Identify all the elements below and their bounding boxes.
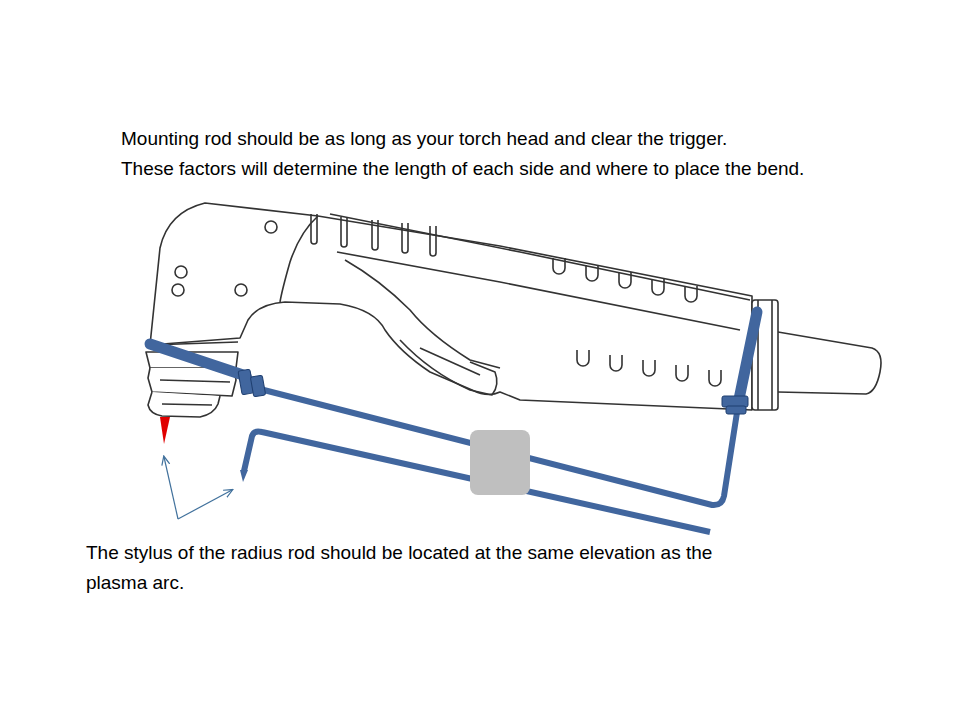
vent-slot [586,265,598,281]
vent-slot [372,220,378,250]
vent-slot [610,355,622,371]
vent-slot [652,279,664,295]
vent-slots [311,214,721,386]
note-text: Mounting rod should be as long as your t… [121,124,727,154]
plasma-arc [160,417,170,444]
slider-block [470,430,530,495]
vent-slot [430,226,436,256]
note-text: These factors will determine the length … [121,154,804,184]
vent-slot [709,370,721,386]
vent-slot [553,258,565,274]
note-text: The stylus of the radius rod should be l… [86,538,766,598]
vent-slot [311,214,317,244]
vent-slot [341,217,347,247]
vent-slot [685,286,697,302]
vent-slot [402,223,408,253]
vent-slot [619,272,631,288]
vent-slot [676,365,688,381]
vent-slot [643,360,655,376]
mounting-rod [150,312,757,532]
vent-slot [577,350,589,366]
leader-arrows [164,457,232,519]
torch-outline [146,203,881,417]
